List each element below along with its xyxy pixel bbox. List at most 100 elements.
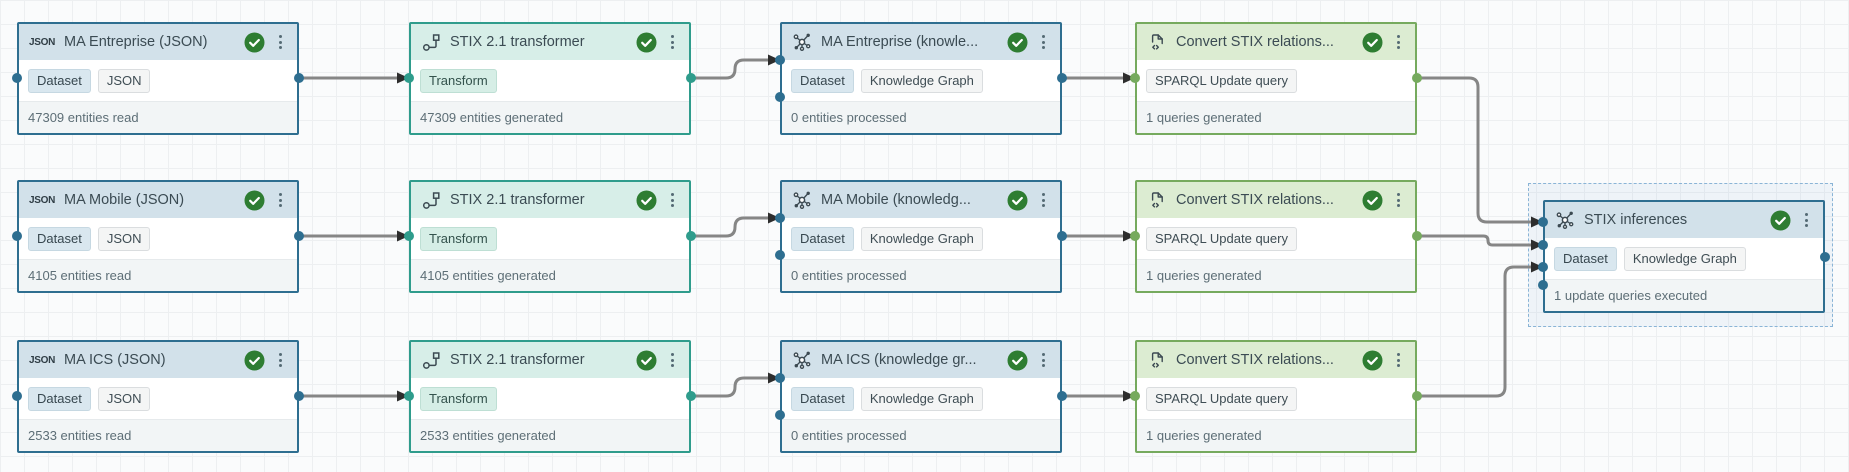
tag-chip: Dataset xyxy=(791,68,854,93)
node-status-text: 2533 entities generated xyxy=(411,419,689,451)
success-check-icon xyxy=(1362,190,1383,211)
node-title: MA ICS (knowledge gr... xyxy=(821,352,977,368)
node-tags: Transform xyxy=(411,60,689,101)
node-header: Convert STIX relations... xyxy=(1137,342,1415,378)
node-menu-button[interactable] xyxy=(1800,210,1813,230)
success-check-icon xyxy=(1362,350,1383,371)
node-status-text: 0 entities processed xyxy=(782,101,1060,133)
node-menu-button[interactable] xyxy=(1037,32,1050,52)
tag-chip: SPARQL Update query xyxy=(1146,226,1297,251)
tag-chip: Dataset xyxy=(791,386,854,411)
edge-arrowhead xyxy=(768,372,780,384)
success-check-icon xyxy=(1770,210,1791,231)
node-title: Convert STIX relations... xyxy=(1176,192,1334,208)
tag-chip: Transform xyxy=(420,68,497,93)
file-code-icon xyxy=(1147,351,1167,370)
tag-chip: Dataset xyxy=(791,226,854,251)
tag-chip: Dataset xyxy=(28,386,91,411)
node-menu-button[interactable] xyxy=(666,32,679,52)
json-icon: JSON xyxy=(29,36,56,48)
json-icon: JSON xyxy=(29,194,56,206)
tag-chip: Knowledge Graph xyxy=(1623,246,1746,271)
transform-icon xyxy=(421,33,441,52)
tag-chip: Knowledge Graph xyxy=(860,386,983,411)
tag-chip: Dataset xyxy=(28,68,91,93)
node-menu-button[interactable] xyxy=(274,32,287,52)
edge-arrowhead xyxy=(768,212,780,224)
node-header: JSON MA Entreprise (JSON) xyxy=(19,24,297,60)
node-title: STIX 2.1 transformer xyxy=(450,352,585,368)
tag-chip: Dataset xyxy=(1554,246,1617,271)
tag-chip: JSON xyxy=(97,386,151,411)
node-menu-button[interactable] xyxy=(274,350,287,370)
node-status-text: 1 queries generated xyxy=(1137,101,1415,133)
tag-chip: SPARQL Update query xyxy=(1146,386,1297,411)
node-menu-button[interactable] xyxy=(1392,190,1405,210)
graph-icon xyxy=(1555,210,1575,230)
node-menu-button[interactable] xyxy=(1392,350,1405,370)
edge-arrowhead xyxy=(768,54,780,66)
node-menu-button[interactable] xyxy=(666,190,679,210)
success-check-icon xyxy=(1362,32,1383,53)
node-title: STIX 2.1 transformer xyxy=(450,34,585,50)
node-title: STIX inferences xyxy=(1584,212,1688,228)
edge-arrowhead xyxy=(1123,390,1135,402)
node-header: MA ICS (knowledge gr... xyxy=(782,342,1060,378)
node-tags: SPARQL Update query xyxy=(1137,378,1415,419)
success-check-icon xyxy=(636,350,657,371)
node-title: Convert STIX relations... xyxy=(1176,352,1334,368)
node-status-text: 0 entities processed xyxy=(782,259,1060,291)
node-header: MA Mobile (knowledg... xyxy=(782,182,1060,218)
node-sp2[interactable]: Convert STIX relations... SPARQL Update q… xyxy=(1135,180,1417,293)
tag-chip: Dataset xyxy=(28,226,91,251)
node-status-text: 4105 entities read xyxy=(19,259,297,291)
tag-chip: Transform xyxy=(420,226,497,251)
edge-arrowhead xyxy=(397,72,409,84)
node-title: MA Entreprise (JSON) xyxy=(64,34,208,50)
node-title: MA Mobile (knowledg... xyxy=(821,192,971,208)
node-sp3[interactable]: Convert STIX relations... SPARQL Update q… xyxy=(1135,340,1417,453)
node-tags: Transform xyxy=(411,218,689,259)
edge-tf2-kg2 xyxy=(691,216,769,238)
edge-arrowhead xyxy=(1123,230,1135,242)
node-tags: SPARQL Update query xyxy=(1137,218,1415,259)
node-title: STIX 2.1 transformer xyxy=(450,192,585,208)
success-check-icon xyxy=(244,32,265,53)
node-header: Convert STIX relations... xyxy=(1137,182,1415,218)
node-sp1[interactable]: Convert STIX relations...SPARQL Update q… xyxy=(1135,22,1417,135)
success-check-icon xyxy=(1007,190,1028,211)
node-menu-button[interactable] xyxy=(666,350,679,370)
node-header: MA Entreprise (knowle... xyxy=(782,24,1060,60)
node-ds1[interactable]: JSON MA Entreprise (JSON) Dataset JSON 47309… xyxy=(17,22,299,135)
edge-tf3-kg3 xyxy=(691,376,769,398)
tag-chip: Knowledge Graph xyxy=(860,68,983,93)
node-header: STIX inferences xyxy=(1545,202,1823,238)
node-status-text: 47309 entities read xyxy=(19,101,297,133)
edge-sp2-inf xyxy=(1417,234,1532,247)
node-menu-button[interactable] xyxy=(1037,190,1050,210)
edge-arrowhead xyxy=(397,390,409,402)
node-menu-button[interactable] xyxy=(274,190,287,210)
node-header: STIX 2.1 transformer xyxy=(411,342,689,378)
node-title: MA ICS (JSON) xyxy=(64,352,166,368)
node-menu-button[interactable] xyxy=(1037,350,1050,370)
graph-icon xyxy=(792,350,812,370)
edge-tf1-kg1 xyxy=(691,58,769,80)
node-menu-button[interactable] xyxy=(1392,32,1405,52)
